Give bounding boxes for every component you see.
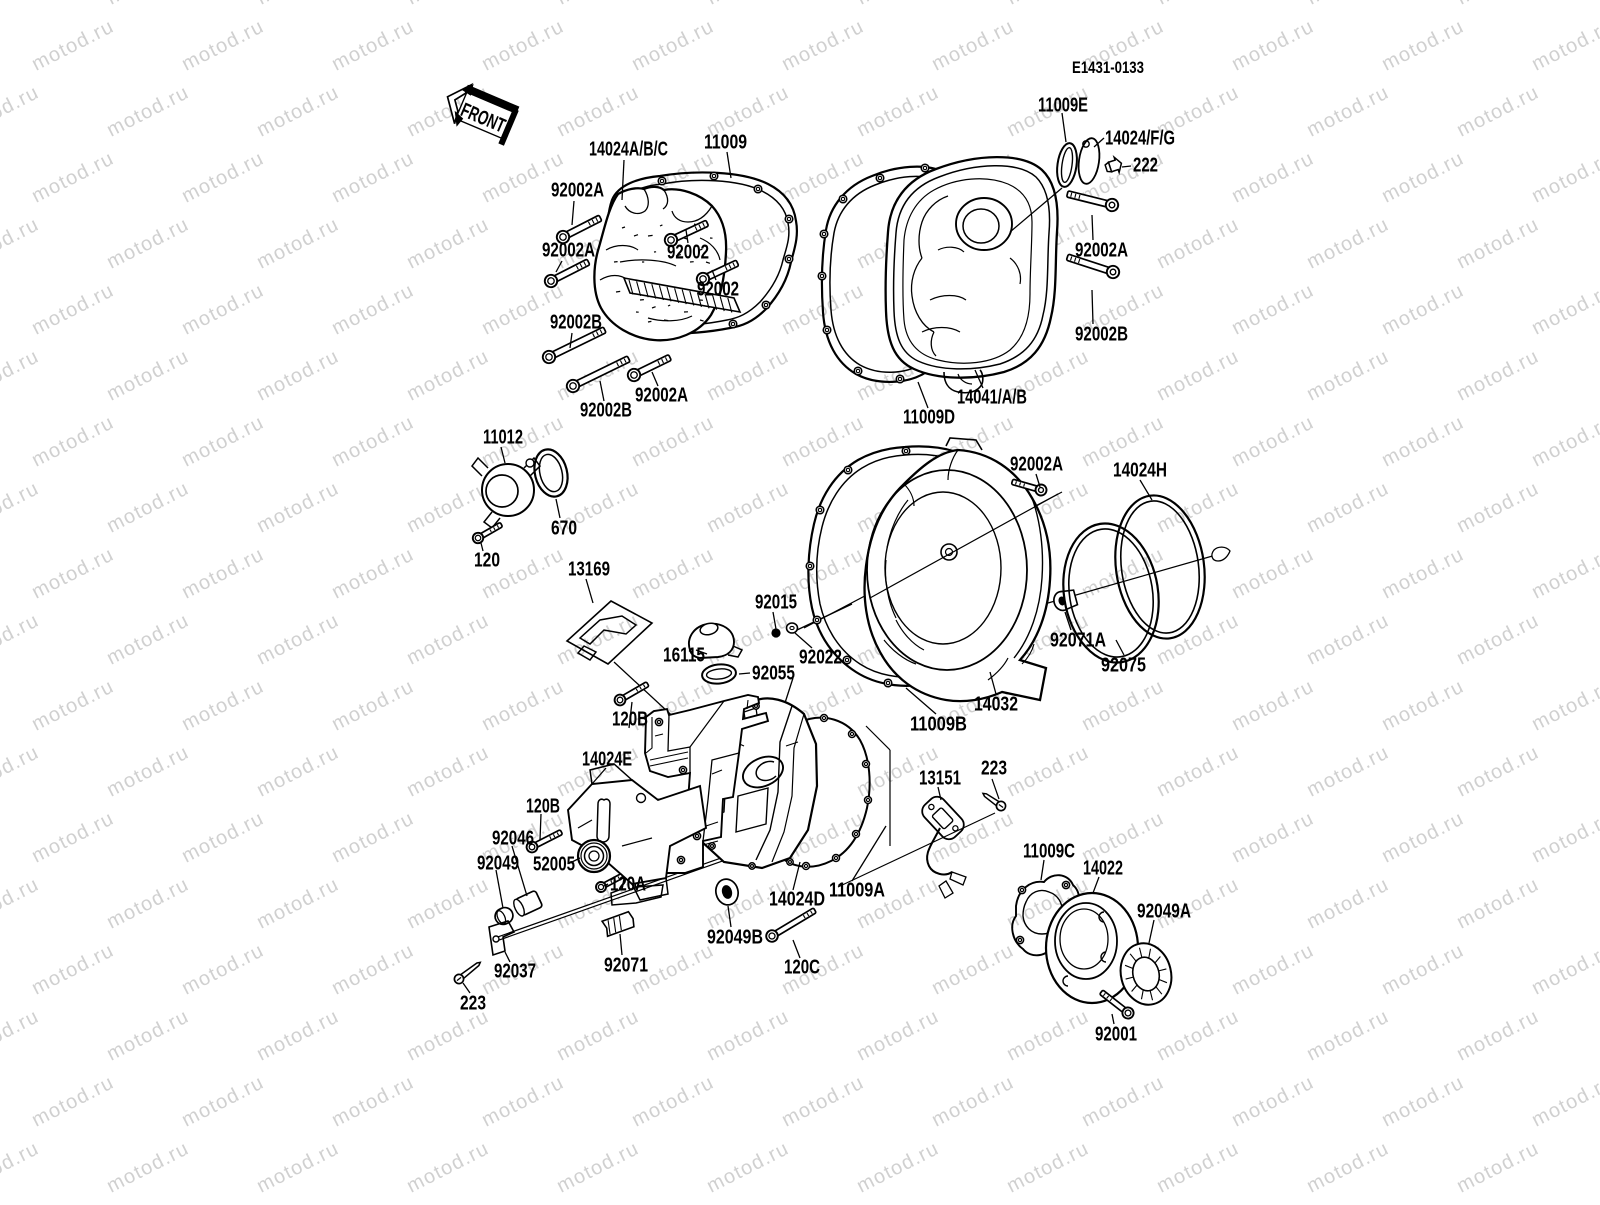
svg-text:92002: 92002 xyxy=(697,278,739,300)
svg-text:92049B: 92049B xyxy=(707,926,763,948)
svg-text:13169: 13169 xyxy=(568,558,610,580)
svg-text:13151: 13151 xyxy=(919,767,961,789)
svg-text:92002: 92002 xyxy=(667,241,709,263)
svg-text:14024D: 14024D xyxy=(769,888,825,910)
svg-text:92046: 92046 xyxy=(492,827,534,849)
svg-text:92002A: 92002A xyxy=(1075,239,1128,261)
svg-text:14024E: 14024E xyxy=(582,748,632,770)
svg-text:92002B: 92002B xyxy=(1075,323,1128,345)
svg-text:11009E: 11009E xyxy=(1038,94,1088,116)
svg-text:11009A: 11009A xyxy=(829,879,885,901)
svg-text:120A: 120A xyxy=(610,873,646,895)
svg-text:11009C: 11009C xyxy=(1023,840,1075,862)
svg-text:11009D: 11009D xyxy=(903,406,955,428)
svg-text:92049: 92049 xyxy=(477,852,519,874)
svg-text:92055: 92055 xyxy=(752,662,795,684)
svg-text:92002A: 92002A xyxy=(542,239,595,261)
svg-text:E1431-0133: E1431-0133 xyxy=(1072,58,1144,77)
svg-text:222: 222 xyxy=(1133,154,1158,176)
svg-text:92002A: 92002A xyxy=(551,179,604,201)
svg-text:11012: 11012 xyxy=(483,426,523,448)
svg-text:92071: 92071 xyxy=(604,954,648,976)
svg-text:223: 223 xyxy=(460,992,486,1014)
svg-text:92071A: 92071A xyxy=(1050,629,1106,651)
svg-text:120B: 120B xyxy=(526,795,560,817)
svg-text:14041/A/B: 14041/A/B xyxy=(957,386,1027,408)
svg-text:92075: 92075 xyxy=(1101,654,1146,676)
svg-text:14022: 14022 xyxy=(1083,857,1123,879)
svg-text:52005: 52005 xyxy=(533,853,575,875)
svg-text:14024H: 14024H xyxy=(1113,459,1167,481)
svg-text:14024A/B/C: 14024A/B/C xyxy=(589,138,668,160)
svg-text:11009B: 11009B xyxy=(910,713,967,735)
svg-text:92049A: 92049A xyxy=(1137,900,1191,922)
svg-text:670: 670 xyxy=(551,517,577,539)
svg-text:92002B: 92002B xyxy=(550,311,602,333)
svg-text:92002B: 92002B xyxy=(580,399,632,421)
svg-text:92015: 92015 xyxy=(755,591,797,613)
svg-text:223: 223 xyxy=(981,757,1007,779)
svg-text:92037: 92037 xyxy=(494,960,536,982)
svg-text:11009: 11009 xyxy=(704,131,747,153)
svg-text:92002A: 92002A xyxy=(1010,453,1063,475)
svg-text:92022: 92022 xyxy=(799,646,842,668)
svg-text:14032: 14032 xyxy=(974,693,1018,715)
svg-text:16115: 16115 xyxy=(663,644,705,666)
svg-text:92001: 92001 xyxy=(1095,1023,1137,1045)
svg-text:14024/F/G: 14024/F/G xyxy=(1105,127,1175,149)
svg-text:92002A: 92002A xyxy=(635,384,688,406)
svg-text:120C: 120C xyxy=(784,956,820,978)
svg-text:120: 120 xyxy=(474,549,500,571)
